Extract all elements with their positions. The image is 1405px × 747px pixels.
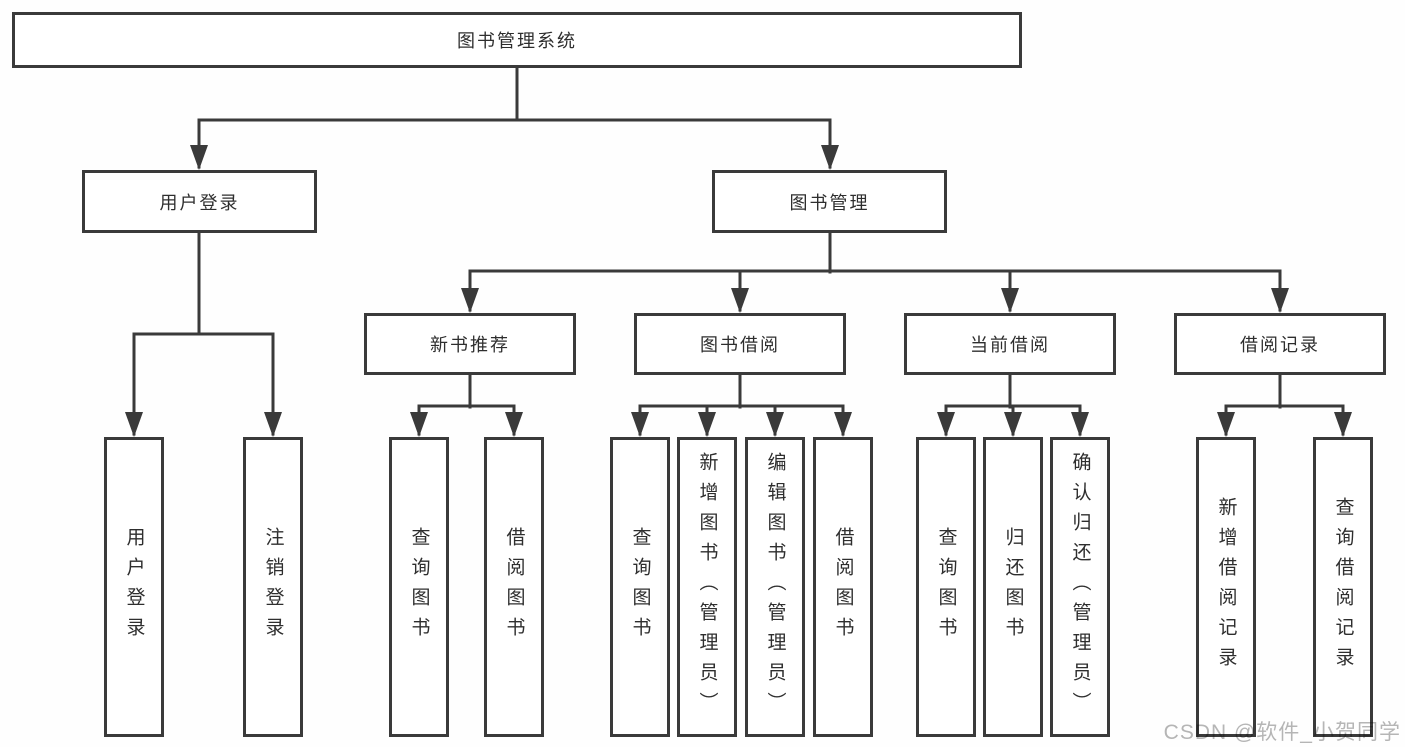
node-user-login-leaf: 用户登录: [104, 437, 164, 737]
node-confirm-return-admin: 确认归还（管理员）: [1050, 437, 1110, 737]
node-query-borrow-record: 查询借阅记录: [1313, 437, 1373, 737]
node-add-books-admin: 新增图书（管理员）: [677, 437, 737, 737]
node-book-management: 图书管理: [712, 170, 947, 233]
node-book-borrow: 图书借阅: [634, 313, 846, 375]
node-current-borrow: 当前借阅: [904, 313, 1116, 375]
node-library-system: 图书管理系统: [12, 12, 1022, 68]
node-borrow-books-borrow: 借阅图书: [813, 437, 873, 737]
node-add-borrow-record: 新增借阅记录: [1196, 437, 1256, 737]
node-user-login: 用户登录: [82, 170, 317, 233]
node-query-books-borrow: 查询图书: [610, 437, 670, 737]
node-query-books-recommend: 查询图书: [389, 437, 449, 737]
node-new-book-recommend: 新书推荐: [364, 313, 576, 375]
node-query-books-current: 查询图书: [916, 437, 976, 737]
arrowheads: [125, 145, 1352, 437]
node-return-books: 归还图书: [983, 437, 1043, 737]
node-borrow-records: 借阅记录: [1174, 313, 1386, 375]
watermark: CSDN @软件_小贺同学: [1163, 721, 1401, 744]
node-logout-leaf: 注销登录: [243, 437, 303, 737]
node-edit-books-admin: 编辑图书（管理员）: [745, 437, 805, 737]
node-borrow-books-recommend: 借阅图书: [484, 437, 544, 737]
